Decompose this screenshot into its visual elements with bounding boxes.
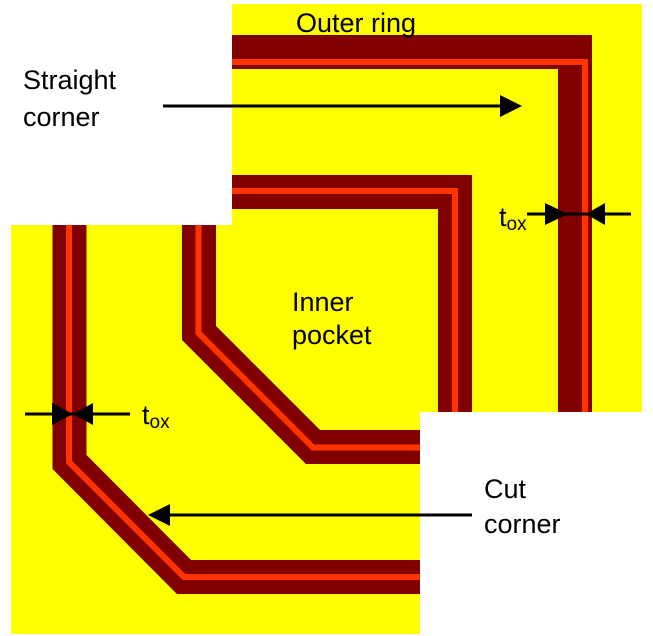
oxide-core <box>232 188 458 412</box>
arrowhead-right-icon <box>52 403 73 425</box>
tox-dimension-straight: tox <box>499 202 631 235</box>
arrowhead-left-icon <box>586 203 605 225</box>
arrowhead-right-icon <box>500 95 522 117</box>
inner-pocket-label-line1: Inner <box>292 287 354 317</box>
inner-ring-straight <box>232 175 472 412</box>
tox-label: tox <box>142 400 170 433</box>
tox-dimension-cut: tox <box>25 400 170 433</box>
cut-corner-panel <box>11 225 420 634</box>
oxide-core <box>66 225 420 580</box>
outer-ring-label: Outer ring <box>296 8 416 38</box>
arrowhead-left-icon <box>148 504 170 526</box>
oxide-core <box>195 225 420 451</box>
cut-corner-label-line1: Cut <box>484 474 527 504</box>
oxide-core <box>232 59 588 412</box>
arrowhead-right-icon <box>545 203 568 225</box>
arrowhead-left-icon <box>73 403 93 425</box>
oxide-band <box>232 35 592 412</box>
outer-ring-straight <box>232 35 592 412</box>
straight-corner-label-line1: Straight <box>23 65 117 95</box>
outer-ring-cut <box>52 225 420 594</box>
cut-corner-label-line2: corner <box>484 509 561 539</box>
inner-ring-cut <box>182 225 420 464</box>
cut-corner-arrow <box>148 504 472 526</box>
straight-corner-arrow <box>163 95 522 117</box>
straight-corner-label-line2: corner <box>23 102 100 132</box>
tox-label: tox <box>499 202 527 235</box>
inner-pocket-label-line2: pocket <box>292 320 372 350</box>
